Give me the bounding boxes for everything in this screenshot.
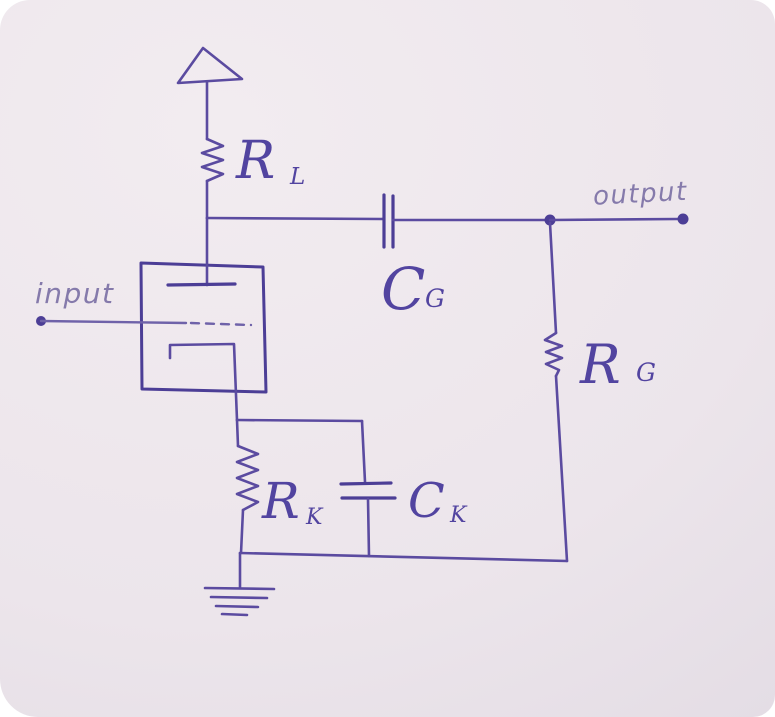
- rk-label-main: R: [261, 472, 300, 530]
- wire-plate-to-cg: [205, 216, 386, 221]
- cg-label-sub: G: [425, 284, 445, 313]
- tube-cathode: [168, 342, 239, 422]
- rg-label-sub: G: [636, 358, 656, 387]
- input-label: input: [35, 277, 115, 310]
- rk-label-sub: K: [305, 505, 324, 530]
- rl-label-sub: L: [289, 164, 305, 190]
- resistor-rg: [543, 221, 569, 563]
- rl-label-main: R: [235, 131, 275, 191]
- output-terminal-dot: [677, 213, 689, 225]
- ck-label: C K: [408, 473, 468, 529]
- rl-label: R L: [235, 131, 305, 191]
- ck-label-sub: K: [449, 503, 468, 528]
- supply-triangle-icon: [176, 46, 244, 141]
- ck-label-main: C: [408, 473, 445, 529]
- tube-plate: [166, 216, 237, 287]
- rg-label-main: R: [579, 333, 621, 396]
- cg-label: C G: [381, 255, 445, 323]
- ground-symbol-icon: [203, 551, 276, 617]
- resistor-rl: [200, 137, 225, 220]
- capacitor-cg: [382, 193, 547, 249]
- wire-bottom-rail: [238, 551, 569, 563]
- rg-label: R G: [579, 333, 656, 396]
- output-label: output: [592, 177, 688, 212]
- tube-envelope: [139, 261, 268, 394]
- capacitor-ck: [235, 418, 397, 558]
- tube-grid: [36, 316, 253, 327]
- rk-label: R K: [261, 472, 324, 530]
- resistor-rk: [235, 418, 260, 555]
- cg-label-main: C: [381, 255, 425, 323]
- output-node: [544, 213, 689, 226]
